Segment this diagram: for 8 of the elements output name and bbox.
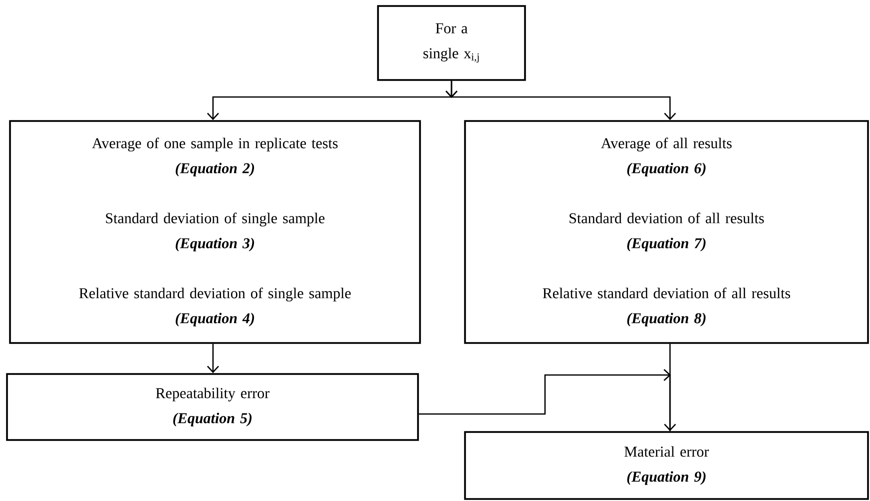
arrow [207,344,219,374]
process-box: Average of one sample in replicate tests (Equation 2) Standard deviation of single sample (Equation 3) Relative standard deviation of single sample (Equation 4) [9,120,421,344]
process-box: Repeatability error (Equation 5) [6,373,419,441]
arrow [445,80,676,120]
process-box: Material error (Equation 9) [464,431,869,500]
process-box: Average of all results (Equation 6) Standard deviation of all results (Equation 7) Relative standard deviation of all results (Equation 8) [464,120,869,344]
start-box: For a single x$_{i,j}$ [377,5,526,81]
arrow [664,344,676,432]
